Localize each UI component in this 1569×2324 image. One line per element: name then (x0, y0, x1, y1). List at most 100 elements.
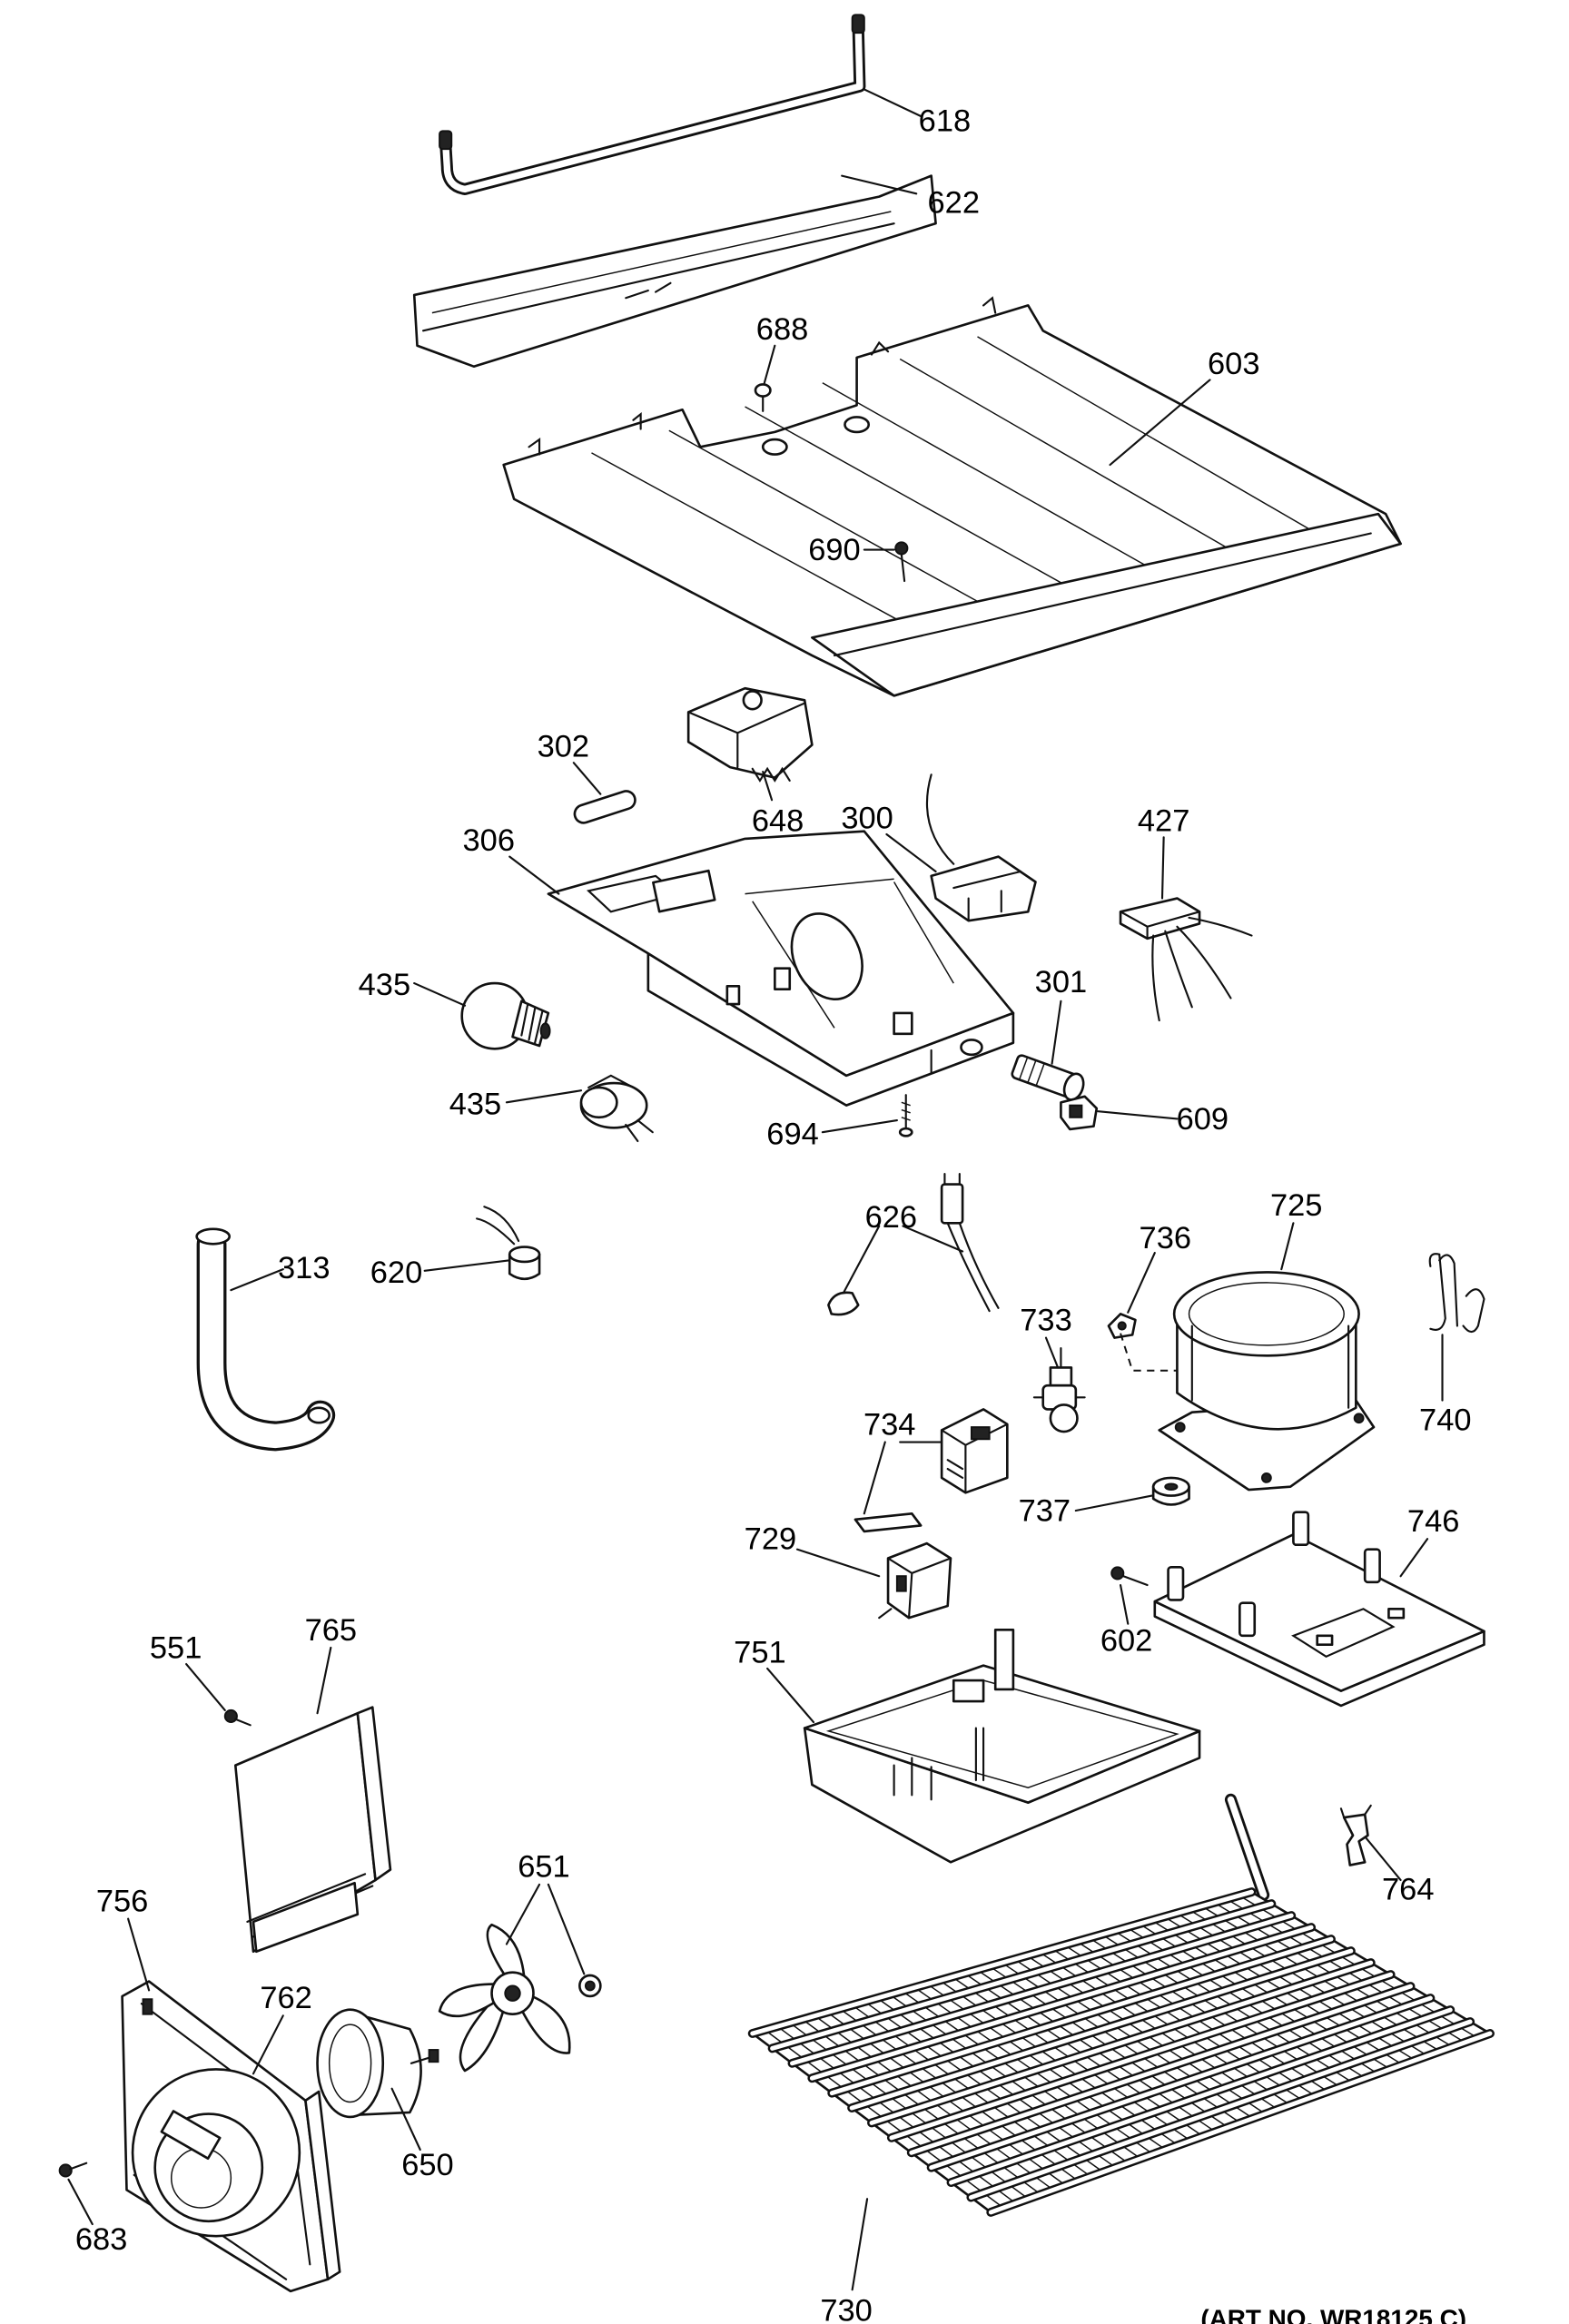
callout-427: 427 (1138, 804, 1189, 839)
leader-729 (795, 1548, 881, 1578)
part-602-screw (1110, 1566, 1149, 1587)
coil-tube (869, 1960, 1374, 2125)
callout-756: 756 (96, 1884, 148, 1918)
part-306-housing (547, 830, 1015, 1107)
callout-651: 651 (518, 1850, 569, 1885)
part-626-cord (827, 1173, 1000, 1316)
part-725-compressor (1120, 1271, 1376, 1492)
callout-602: 602 (1100, 1623, 1152, 1658)
part-435-bulb (460, 981, 551, 1050)
callout-620: 620 (370, 1256, 422, 1290)
leader-746 (1399, 1538, 1429, 1578)
part-609-clip (1060, 1095, 1099, 1131)
callout-313: 313 (278, 1251, 330, 1285)
callout-648: 648 (752, 804, 804, 839)
part-740-clips (1428, 1253, 1485, 1334)
leader-737 (1074, 1494, 1153, 1512)
leader-651-blade (505, 1883, 541, 1945)
callout-765: 765 (305, 1613, 357, 1648)
coil-tube (790, 1913, 1294, 2066)
part-435-socket (579, 1074, 654, 1143)
coil-tube (949, 2007, 1453, 2185)
callout-764: 764 (1382, 1872, 1434, 1906)
leader-725 (1280, 1222, 1295, 1271)
part-651-nut (578, 1974, 602, 1998)
part-737-grommet (1151, 1476, 1190, 1506)
leader-730 (851, 2198, 869, 2291)
leader-301 (1051, 1000, 1062, 1065)
callout-733: 733 (1020, 1303, 1071, 1337)
coil-tube (929, 1995, 1433, 2171)
part-733-relay (1032, 1347, 1086, 1433)
leader-694 (821, 1118, 898, 1134)
callout-551: 551 (150, 1630, 202, 1665)
callout-740: 740 (1419, 1403, 1471, 1437)
callout-603: 603 (1208, 347, 1259, 381)
leader-651-nut (547, 1883, 586, 1975)
coil-tube (829, 1936, 1334, 2096)
coil-tube (770, 1901, 1274, 2051)
part-729-capacitor (878, 1541, 952, 1620)
leader-435-socket (505, 1089, 583, 1104)
leader-435-bulb (413, 982, 467, 1007)
callout-746: 746 (1407, 1504, 1459, 1539)
callout-302: 302 (538, 730, 589, 764)
callout-609: 609 (1177, 1102, 1229, 1137)
part-765-cover (233, 1706, 392, 1954)
coil-tubes (747, 1887, 1495, 2217)
leader-736 (1127, 1252, 1156, 1314)
coil-tube (750, 1889, 1254, 2036)
leader-622 (841, 174, 918, 195)
art-number: (ART NO. WR18125 C) (1200, 2304, 1466, 2324)
callout-618: 618 (919, 103, 971, 138)
leader-626-cord (902, 1225, 964, 1253)
leader-302 (572, 762, 602, 795)
part-603-tray (502, 296, 1402, 697)
part-730-evaporator-coil (747, 1793, 1495, 2217)
part-551-screw (223, 1709, 252, 1727)
leader-683 (67, 2178, 94, 2226)
callout-694: 694 (766, 1117, 818, 1151)
leader-756 (127, 1917, 151, 1992)
leader-603 (1109, 379, 1211, 467)
part-688-screw (754, 383, 772, 412)
leader-609 (1097, 1110, 1179, 1120)
part-651-fan-blade (438, 1923, 571, 2073)
part-746-base-plate (1153, 1511, 1485, 1708)
leader-626-clip (842, 1225, 881, 1295)
leader-551 (185, 1662, 226, 1711)
leader-762 (252, 2014, 284, 2075)
callout-650: 650 (401, 2148, 453, 2182)
leader-733 (1044, 1336, 1060, 1369)
leader-688 (763, 344, 776, 384)
leader-300 (885, 832, 937, 873)
leader-650 (390, 2087, 421, 2152)
leader-618 (863, 88, 923, 118)
coil-tube (849, 1948, 1354, 2111)
callout-729: 729 (745, 1522, 796, 1557)
callout-688: 688 (756, 312, 808, 347)
leader-602 (1119, 1583, 1130, 1625)
part-313-tube (195, 1227, 336, 1452)
leader-427 (1160, 836, 1165, 900)
leader-765 (316, 1646, 332, 1715)
part-302-pin (573, 790, 636, 824)
coil-tube (988, 2031, 1493, 2215)
callout-622: 622 (928, 186, 980, 221)
callout-730: 730 (820, 2294, 872, 2324)
callout-301: 301 (1035, 965, 1087, 1000)
leader-lines (67, 88, 1444, 2291)
part-300-switch (925, 773, 1037, 922)
part-683-screw (58, 2162, 88, 2178)
callout-736: 736 (1140, 1221, 1191, 1256)
callout-737: 737 (1019, 1493, 1071, 1528)
leader-764 (1365, 1837, 1402, 1882)
coil-tube (909, 1984, 1413, 2155)
part-764-clip (1339, 1804, 1372, 1866)
part-618-tube (439, 14, 866, 195)
part-690-screw (894, 541, 909, 583)
callout-762: 762 (260, 1981, 311, 2015)
part-694-screw (898, 1094, 913, 1137)
part-648-timer (686, 686, 814, 783)
coil-tube (889, 1972, 1394, 2141)
